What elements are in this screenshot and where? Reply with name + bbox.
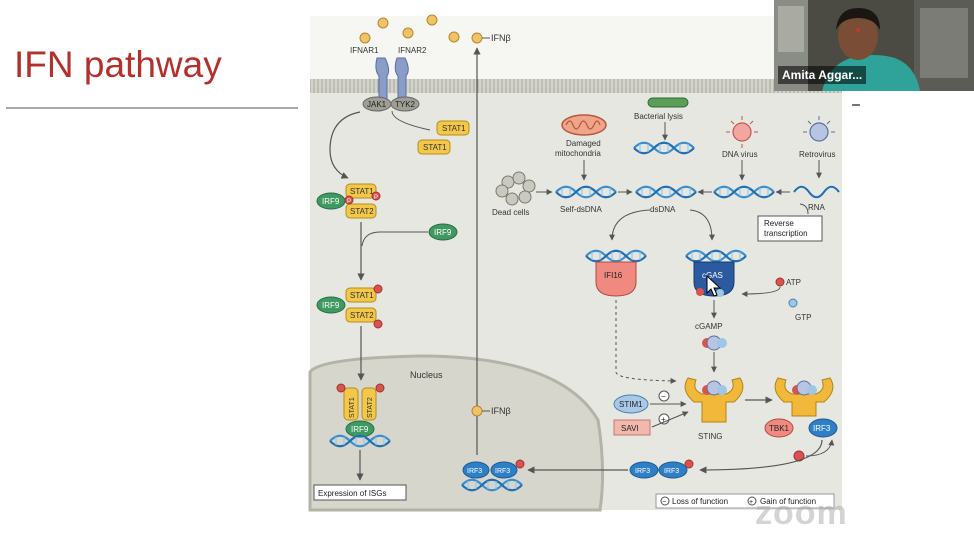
savi-box	[613, 419, 651, 436]
stat1-free-a-label: STAT1	[442, 124, 466, 133]
stat1-complex1	[345, 183, 377, 199]
damaged-mito-label-1: Damaged	[566, 139, 601, 148]
gtp-label: GTP	[795, 313, 811, 322]
atp-label: ATP	[786, 278, 801, 287]
irf9-complex1-label: IRF9	[322, 197, 340, 206]
retrovirus-label: Retrovirus	[799, 150, 835, 159]
savi-plus: +	[661, 415, 666, 424]
irf3-nuclear-a	[462, 461, 490, 479]
tyk2-label: TYK2	[395, 100, 416, 109]
self-dsdna-label: Self-dsDNA	[560, 205, 602, 214]
stat2-complex2	[345, 307, 377, 323]
phospho-2: P	[374, 195, 378, 201]
dna-virus-label: DNA virus	[722, 150, 758, 159]
speaker-video-frame	[774, 0, 974, 91]
dna-virus	[732, 122, 752, 142]
irf3-dimer-a	[629, 461, 659, 479]
speaker-name-label: Amita Aggar...	[778, 66, 867, 84]
stat1-complex1-label: STAT1	[350, 187, 374, 196]
savi-label: SAVI	[621, 424, 639, 433]
irf9-nuclear	[345, 420, 375, 438]
ifn-pathway-diagram: Nucleus IFNβ IFNAR1 IFNAR2 JAK1 TYK2 STA…	[308, 14, 860, 512]
irf3-active	[808, 418, 838, 438]
irf9-free-label: IRF9	[434, 228, 452, 237]
tbk1	[764, 418, 794, 438]
dead-cells	[495, 171, 536, 206]
ifi16-sensor	[595, 261, 637, 297]
tbk1-label: TBK1	[769, 424, 790, 433]
stat2-complex1	[345, 203, 377, 219]
stat1-free-b	[417, 139, 451, 155]
retrovirus	[809, 122, 829, 142]
irf3-active-label: IRF3	[813, 424, 831, 433]
legend-loss: Loss of function	[672, 497, 728, 506]
irf3-dimer-a-label: IRF3	[635, 468, 650, 475]
dsdna-label: dsDNA	[650, 205, 676, 214]
sting-label: STING	[698, 432, 722, 441]
ifnb-label-top: IFNβ	[491, 33, 511, 43]
stat1-nuclear-label: STAT1	[349, 397, 356, 418]
speaker-video-tile[interactable]: Amita Aggar...	[774, 0, 974, 91]
legend-plus: +	[749, 499, 753, 506]
isg-output-label: Expression of ISGs	[318, 489, 386, 498]
bacterial-lysis-label: Bacterial lysis	[634, 112, 683, 121]
rt-label-1: Reverse	[764, 219, 794, 228]
stim1-label: STIM1	[619, 400, 643, 409]
jak1-label: JAK1	[367, 100, 387, 109]
isg-output-box	[313, 484, 407, 501]
cgamp-label: cGAMP	[695, 322, 723, 331]
irf9-free	[428, 223, 458, 241]
tyk2	[390, 96, 420, 112]
rna-strand	[793, 185, 840, 199]
title-rule	[6, 107, 298, 109]
cgas-label: cGAS	[702, 271, 723, 280]
stim1	[613, 394, 649, 414]
legend-minus: −	[662, 499, 666, 506]
cell-membrane	[310, 79, 842, 93]
stat1-complex2-label: STAT1	[350, 291, 374, 300]
rt-label-2: transcription	[764, 229, 808, 238]
irf3-nuclear-b	[490, 461, 518, 479]
ifnar1-label: IFNAR1	[350, 46, 379, 55]
mitochondrion	[561, 114, 607, 136]
dead-cells-label: Dead cells	[492, 208, 529, 217]
sting-protein	[684, 377, 744, 423]
irf9-complex2	[316, 296, 346, 314]
stat1-free-a	[436, 120, 470, 136]
sting-active	[774, 377, 834, 417]
damaged-mito-label-2: mitochondria	[555, 149, 601, 158]
stat1-free-b-label: STAT1	[423, 143, 447, 152]
irf3-nuclear-a-label: IRF3	[467, 468, 482, 475]
ifi16-label: IFI16	[604, 271, 623, 280]
irf3-dimer-b	[658, 461, 688, 479]
ifn-beta-molecules	[359, 14, 483, 44]
rna-label: RNA	[808, 203, 826, 212]
reverse-transcription-box	[757, 215, 823, 242]
legend-box	[655, 493, 835, 509]
stat2-nuclear-label: STAT2	[367, 397, 374, 418]
legend-gain: Gain of function	[760, 497, 816, 506]
irf3-nuclear-b-label: IRF3	[495, 468, 510, 475]
bacterium	[647, 97, 689, 108]
ifnar2-label: IFNAR2	[398, 46, 427, 55]
stat1-nuclear	[343, 387, 359, 421]
stat2-nuclear	[361, 387, 377, 421]
mouse-cursor	[706, 274, 722, 297]
ifnb-label-nuclear: IFNβ	[491, 406, 511, 416]
stat2-complex1-label: STAT2	[350, 207, 374, 216]
phospho-1: P	[347, 199, 351, 205]
nucleus-label: Nucleus	[410, 370, 443, 380]
stat2-complex2-label: STAT2	[350, 311, 374, 320]
zoom-watermark: zoom	[755, 494, 848, 532]
irf9-complex2-label: IRF9	[322, 301, 340, 310]
stim1-minus: −	[661, 392, 666, 401]
stat1-complex2	[345, 287, 377, 303]
slide-title: IFN pathway	[14, 44, 222, 85]
irf3-dimer-b-label: IRF3	[664, 468, 679, 475]
irf9-nuclear-label: IRF9	[351, 425, 369, 434]
